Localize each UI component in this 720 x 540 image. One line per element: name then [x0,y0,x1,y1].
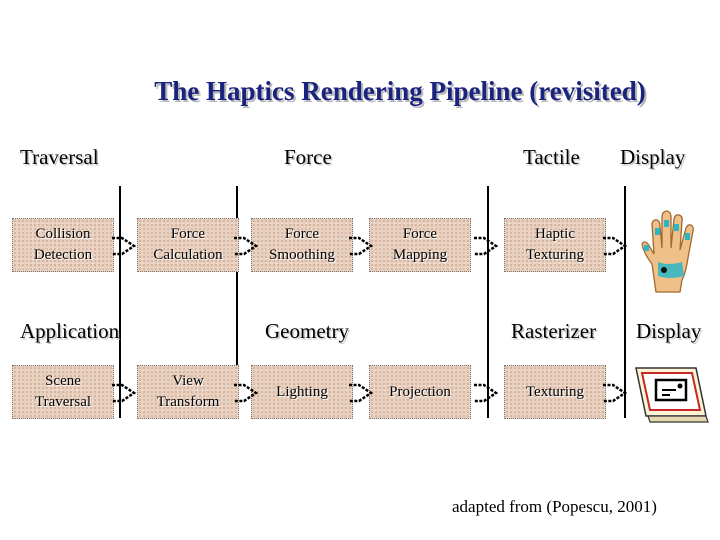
computer-monitor-icon [635,367,709,423]
arrow-right-icon [349,383,374,403]
stage-header-rasterizer: Rasterizer [511,319,597,343]
arrow-right-icon [349,236,374,256]
box-texturing: Texturing [504,365,606,419]
separator-geometry-rasterizer [487,186,489,418]
stage-header-display-graphics: Display [636,319,702,343]
arrow-right-icon [112,236,137,256]
stage-header-tactile: Tactile [523,145,580,169]
diagram-title: The Haptics Rendering Pipeline (revisite… [154,76,646,106]
haptic-glove-hand-icon [641,210,694,293]
box-lighting: Lighting [251,365,353,419]
arrow-right-icon [234,383,259,403]
arrow-right-icon [603,383,628,403]
stage-header-force: Force [284,145,332,169]
arrow-right-icon [603,236,628,256]
separator-application-geometry [119,186,121,418]
stage-header-application: Application [20,319,120,343]
credit-note: adapted from (Popescu, 2001) [452,497,657,516]
arrow-right-icon [474,383,499,403]
arrow-right-icon [112,383,137,403]
separator-view-lighting [236,186,238,418]
stage-header-traversal: Traversal [20,145,99,169]
separator-rasterizer-display [624,186,626,418]
box-projection: Projection [369,365,471,419]
stage-header-geometry: Geometry [265,319,349,343]
stage-header-display-haptic: Display [620,145,686,169]
arrow-right-icon [474,236,499,256]
arrow-right-icon [234,236,259,256]
